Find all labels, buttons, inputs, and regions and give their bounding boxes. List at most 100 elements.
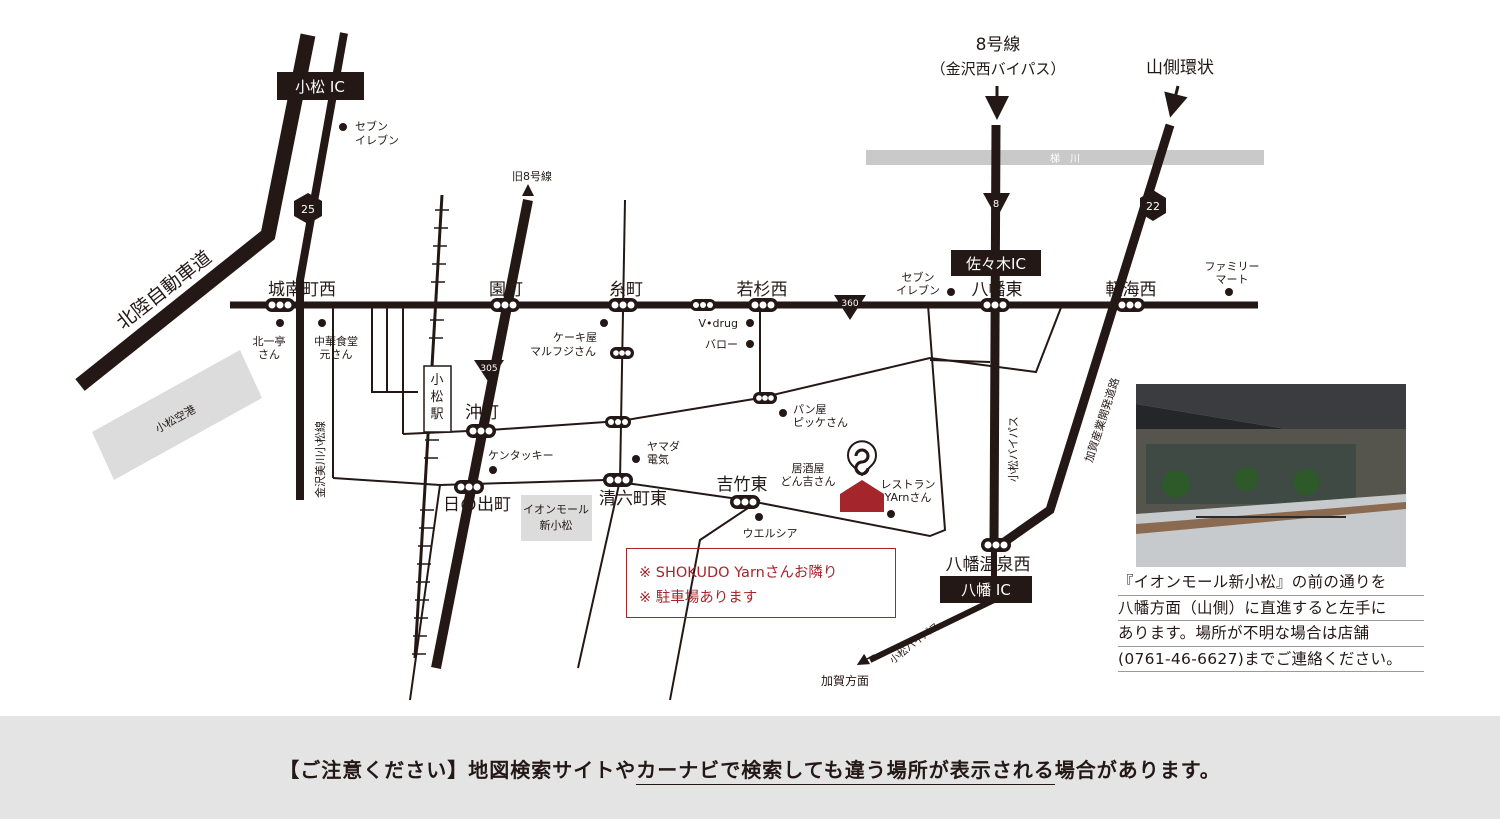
komatsu-ic-badge: 小松 IC — [277, 72, 364, 100]
storefront-photo — [1136, 384, 1406, 567]
places: セブン イレブン セブン イレブン ファミリー マート 北一亭 さん 中華食堂 … — [253, 119, 1260, 540]
sasaki-ic-badge: 佐々木IC — [951, 250, 1041, 276]
access-map: 梯 川 小松空港 — [75, 32, 1264, 701]
svg-text:元さん: 元さん — [320, 348, 353, 361]
notice-box: ※ SHOKUDO Yarnさんお隣り ※ 駐車場あります — [626, 548, 896, 618]
komatsu-bypass-sw-label: 小松バイパス — [887, 619, 942, 666]
place-dot — [600, 319, 608, 327]
signal — [490, 298, 520, 312]
svg-text:沖町: 沖町 — [465, 403, 499, 423]
svg-text:ファミリー: ファミリー — [1205, 260, 1260, 273]
signal — [454, 480, 484, 494]
yawata-ic-badge: 八幡 IC — [940, 576, 1032, 603]
svg-text:セブン: セブン — [902, 270, 935, 284]
svg-text:25: 25 — [301, 203, 315, 216]
komatsu-station: 小 松 駅 — [423, 365, 452, 433]
place-dot — [1225, 288, 1233, 296]
signal — [748, 298, 778, 312]
signal — [730, 495, 760, 509]
access-description: 『イオンモール新小松』の前の通りを 八幡方面（山側）に直進すると左手に あります… — [1118, 570, 1424, 672]
place-dot — [779, 409, 787, 417]
signal — [603, 473, 633, 487]
place-dot — [632, 455, 640, 463]
svg-text:小松 IC: 小松 IC — [295, 78, 345, 96]
svg-text:ケーキ屋: ケーキ屋 — [553, 331, 597, 344]
shield-8: 8 — [983, 193, 1010, 218]
svg-text:小: 小 — [430, 373, 443, 388]
place-dot — [887, 510, 895, 518]
place-dot — [276, 319, 284, 327]
footer-text-underlined: カーナビで検索しても違う場所が表示される — [636, 758, 1055, 785]
svg-text:中華食堂: 中華食堂 — [314, 334, 358, 348]
svg-text:新小松: 新小松 — [540, 518, 573, 532]
svg-text:イレブン: イレブン — [355, 133, 399, 147]
direction-arrows — [522, 85, 1188, 666]
river-label: 梯 川 — [1050, 152, 1080, 165]
svg-text:マルフジさん: マルフジさん — [530, 345, 596, 358]
place-dot — [746, 319, 754, 327]
svg-text:マート: マート — [1216, 273, 1249, 286]
route-shields: 25 8 22 360 305 — [294, 190, 1166, 383]
svg-text:居酒屋: 居酒屋 — [792, 462, 825, 475]
place-dot — [947, 288, 955, 296]
old8-label: 旧8号線 — [512, 169, 552, 183]
signal — [265, 298, 295, 312]
aeon-mall: イオンモール 新小松 — [521, 495, 592, 541]
svg-text:バロー: バロー — [705, 338, 738, 351]
route8-sub-label: （金沢西バイパス） — [931, 60, 1066, 78]
svg-text:八幡東: 八幡東 — [972, 280, 1023, 300]
svg-text:八幡 IC: 八幡 IC — [961, 581, 1011, 599]
kanazawa-bijutsu-label: 金沢美川小松線 — [313, 421, 327, 498]
svg-text:セブン: セブン — [355, 119, 388, 133]
svg-text:八幡温泉西: 八幡温泉西 — [946, 555, 1031, 575]
signal — [981, 538, 1011, 552]
svg-text:清六町東: 清六町東 — [599, 489, 667, 509]
svg-text:8: 8 — [993, 199, 999, 210]
shield-22: 22 — [1140, 190, 1166, 221]
description-line: 八幡方面（山側）に直進すると左手に — [1118, 596, 1424, 621]
svg-text:佐々木IC: 佐々木IC — [966, 255, 1026, 273]
svg-text:北一亭: 北一亭 — [253, 334, 286, 348]
svg-text:イレブン: イレブン — [896, 283, 940, 297]
signal — [605, 416, 631, 428]
shield-305: 305 — [474, 360, 504, 383]
svg-text:レストラン: レストラン — [881, 478, 936, 491]
signal — [753, 392, 777, 404]
svg-text:吉竹東: 吉竹東 — [717, 475, 768, 495]
place-dot — [755, 513, 763, 521]
place-dot — [489, 466, 497, 474]
svg-text:イオンモール: イオンモール — [523, 503, 589, 516]
svg-text:YArnさん: YArnさん — [884, 491, 932, 504]
svg-text:どん吉さん: どん吉さん — [781, 475, 836, 488]
shield-25: 25 — [294, 193, 322, 224]
svg-text:糸町: 糸町 — [609, 280, 643, 300]
description-line: あります。場所が不明な場合は店舗 — [1118, 621, 1424, 647]
route8-label: 8号線 — [976, 35, 1021, 55]
notice-line: ※ SHOKUDO Yarnさんお隣り — [639, 565, 838, 581]
svg-text:ウエルシア: ウエルシア — [743, 527, 798, 540]
komatsu-bypass-label: 小松バイパス — [1006, 416, 1020, 482]
signal — [466, 424, 496, 438]
footer-text-end: 場合があります。 — [1054, 758, 1221, 782]
svg-text:22: 22 — [1146, 200, 1160, 213]
svg-text:園町: 園町 — [489, 280, 523, 300]
arrow-kaga — [856, 653, 875, 666]
svg-text:ピッケさん: ピッケさん — [793, 416, 848, 429]
svg-text:日の出町: 日の出町 — [443, 495, 511, 515]
intersection-labels: 城南町西 園町 糸町 若杉西 八幡東 軽海西 沖町 日の出町 清六町東 吉竹東 … — [268, 280, 1157, 575]
footer-warning: 【ご注意ください】地図検索サイトやカーナビで検索しても違う場所が表示される場合が… — [0, 754, 1500, 785]
svg-text:360: 360 — [841, 299, 858, 309]
description-line: (0761-46-6627)までご連絡ください。 — [1118, 647, 1424, 672]
svg-text:ヤマダ: ヤマダ — [647, 439, 680, 453]
airport-area: 小松空港 — [92, 350, 262, 480]
signal — [980, 298, 1010, 312]
footer-banner: 【ご注意ください】地図検索サイトやカーナビで検索しても違う場所が表示される場合が… — [0, 716, 1500, 819]
svg-text:松: 松 — [430, 390, 443, 405]
svg-text:ケンタッキー: ケンタッキー — [488, 449, 554, 462]
arrow-yamagawa — [1164, 85, 1188, 118]
footer-text-start: 【ご注意ください】地図検索サイトや — [279, 758, 637, 782]
yamagawa-label: 山側環状 — [1146, 58, 1214, 78]
svg-text:パン屋: パン屋 — [793, 403, 827, 416]
svg-text:城南町西: 城南町西 — [268, 280, 336, 300]
svg-text:V•drug: V•drug — [699, 317, 738, 330]
